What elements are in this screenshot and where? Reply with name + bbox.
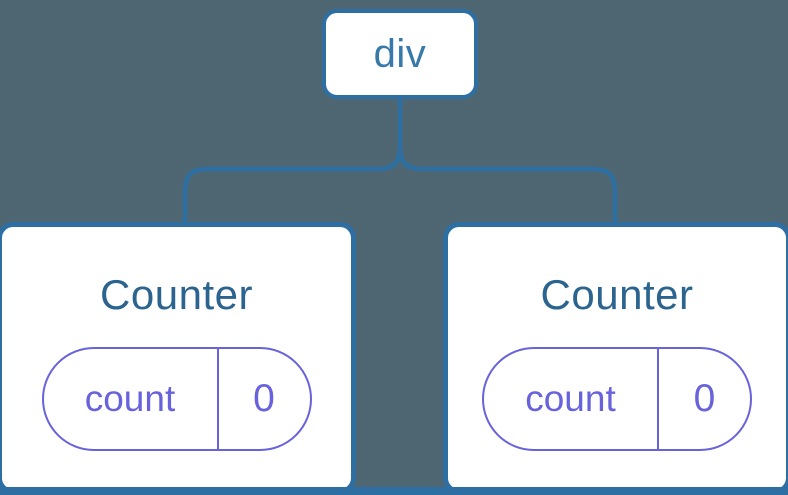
counter-card-right: Counter count 0: [443, 222, 788, 494]
counter-title: Counter: [540, 271, 694, 318]
tree-root-node-div: div: [322, 9, 478, 99]
root-node-label: div: [373, 31, 427, 76]
state-key: count: [84, 378, 176, 419]
counter-title: Counter: [100, 271, 253, 318]
state-pill: count 0: [482, 347, 752, 451]
counter-card-left: Counter count 0: [0, 222, 356, 494]
state-value: 0: [216, 349, 310, 449]
bottom-blue-bar: [0, 487, 788, 495]
state-value: 0: [657, 349, 750, 449]
state-key: count: [525, 378, 616, 419]
state-pill: count 0: [41, 347, 312, 451]
